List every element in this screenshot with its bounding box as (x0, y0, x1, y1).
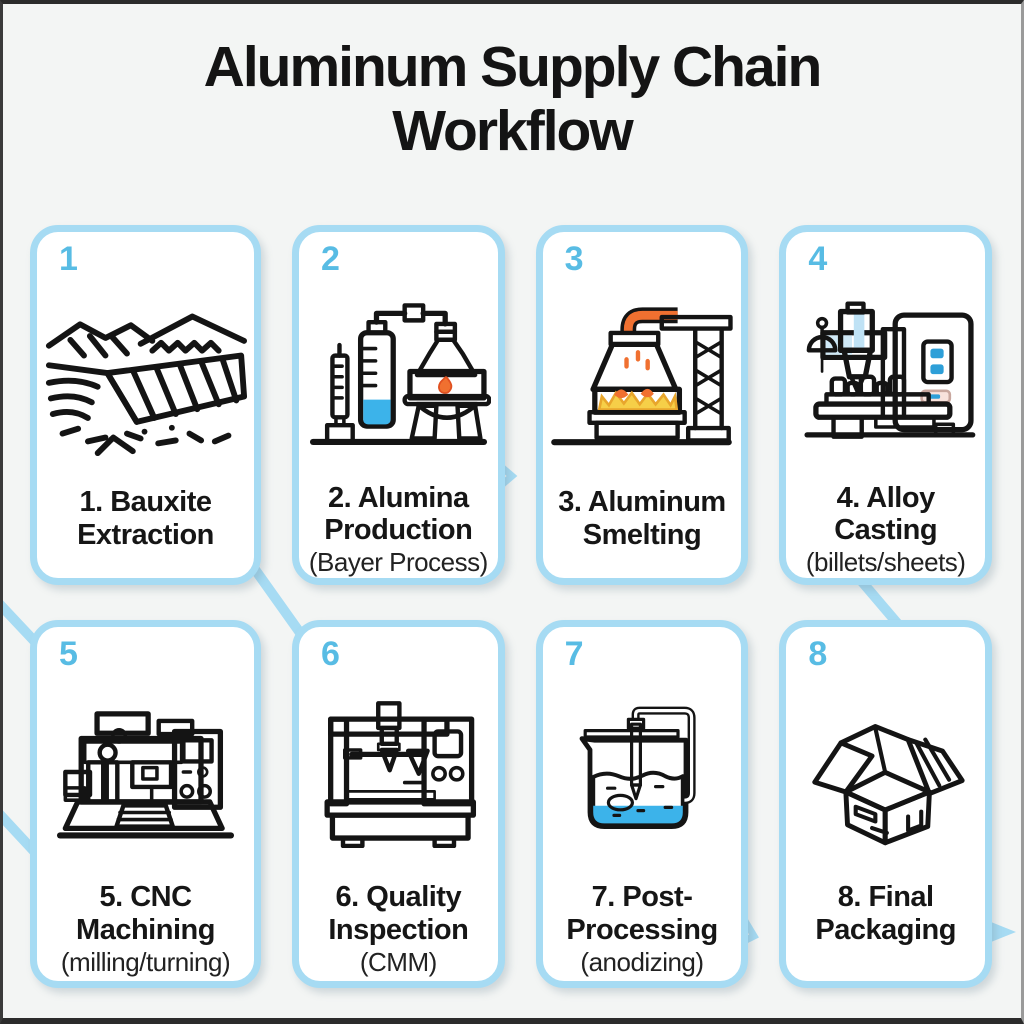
step-title: 3. Aluminum Smelting (558, 486, 726, 551)
step-subtitle: (milling/turning) (60, 946, 231, 977)
step-number: 8 (808, 635, 828, 673)
step-number: 4 (808, 240, 828, 278)
step-title: 1. Bauxite Extraction (77, 486, 214, 551)
step-title: 2. Alumina Production (324, 481, 473, 547)
step-caption: 7. Post-Processing (anodizing) (545, 881, 740, 977)
step-number: 3 (564, 240, 584, 278)
step-title: 7. Post-Processing (566, 881, 718, 946)
anodizing-beaker-icon (549, 669, 736, 877)
step-number: 7 (564, 635, 584, 673)
step-number: 1 (59, 240, 78, 278)
step-caption: 1. Bauxite Extraction (39, 486, 252, 553)
card-cnc-machining: 5 (30, 620, 261, 988)
page-title-line1: Aluminum Supply Chain (203, 35, 823, 99)
smelting-furnace-icon (549, 274, 736, 482)
step-number: 6 (321, 635, 340, 673)
step-caption: 3. Aluminum Smelting (545, 486, 740, 553)
step-caption: 6. Quality Inspection (CMM) (301, 881, 496, 977)
flow-arrow-icon (986, 920, 1016, 944)
casting-machine-icon (792, 274, 979, 478)
card-quality-inspection: 6 (292, 620, 505, 988)
refinery-flask-icon (305, 274, 492, 478)
step-subtitle: (billets/sheets) (805, 547, 966, 578)
open-pit-mine-icon (43, 274, 248, 482)
cnc-machine-icon (43, 669, 248, 877)
step-title: 8. Final Packaging (815, 881, 956, 946)
card-post-processing: 7 7. Post-Processing (anodizing) (535, 620, 749, 988)
step-caption: 5. CNC Machining (milling/turning) (39, 881, 252, 977)
step-number: 2 (321, 240, 340, 278)
step-caption: 8. Final Packaging (788, 881, 983, 948)
step-subtitle: (anodizing) (580, 946, 704, 977)
page-title: Aluminum Supply Chain Workflow (0, 35, 1024, 164)
step-subtitle: (Bayer Process) (308, 547, 488, 578)
card-final-packaging: 8 8. Final Packaging (779, 620, 992, 988)
card-aluminum-smelting: 3 3. Aluminum Smeltin (535, 225, 749, 585)
packaging-box-icon (792, 669, 979, 877)
step-title: 6. Quality Inspection (328, 881, 469, 946)
step-title: 5. CNC Machining (76, 881, 215, 946)
page-title-line2: Workflow (392, 98, 633, 163)
step-caption: 2. Alumina Production (Bayer Process) (301, 482, 496, 578)
workflow-grid: 1 (30, 225, 992, 988)
card-bauxite-extraction: 1 (30, 225, 261, 585)
step-subtitle: (CMM) (359, 946, 437, 977)
card-alloy-casting: 4 (779, 225, 992, 585)
step-caption: 4. Alloy Casting (billets/sheets) (788, 482, 983, 578)
card-alumina-production: 2 (292, 225, 505, 585)
cmm-machine-icon (305, 669, 492, 877)
step-number: 5 (59, 635, 78, 673)
step-title: 4. Alloy Casting (834, 481, 938, 547)
